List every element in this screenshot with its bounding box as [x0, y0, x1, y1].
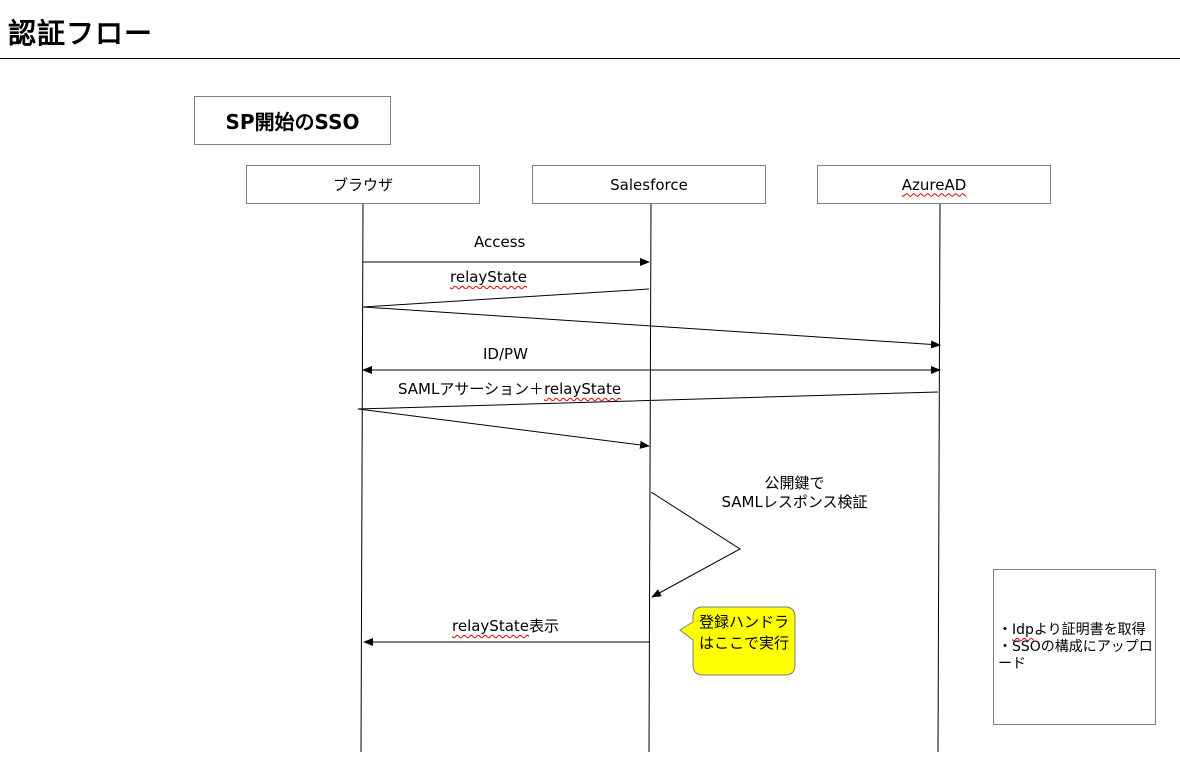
label-saml-verify: 公開鍵で SAMLレスポンス検証 [712, 474, 877, 512]
lifeline-salesforce [648, 203, 652, 753]
arrow-saml-verify [650, 491, 741, 598]
arrow-relaystate-redirect [362, 288, 941, 349]
note-line1-bullet: ・ [998, 622, 1012, 638]
label-saml-assertion-relaystate: relayState [544, 380, 622, 398]
label-id-pw: ID/PW [483, 345, 528, 363]
lifeline-azuread [937, 203, 941, 753]
callout-bubble [679, 606, 796, 676]
label-saml-assertion-prefix: SAMLアサーション＋ [398, 380, 545, 398]
note-line1: ・Idpより証明書を取得 [998, 622, 1154, 639]
note-box: ・Idpより証明書を取得 ・SSOの構成にアップロード [993, 569, 1156, 725]
section-title: SP開始のSSO [225, 110, 360, 134]
label-relaystate: relayState [450, 268, 528, 286]
label-saml-assertion: SAMLアサーション＋relayState [398, 378, 621, 399]
note-text: ・Idpより証明書を取得 ・SSOの構成にアップロード [998, 622, 1154, 673]
note-line2: ・SSOの構成にアップロード [998, 639, 1153, 672]
arrow-saml-assertion [357, 391, 939, 449]
note-line1-idp: Idp [1012, 622, 1034, 638]
title-divider [0, 58, 1180, 59]
lifeline-label-browser: ブラウザ [332, 176, 393, 194]
lifeline-label-salesforce: Salesforce [610, 175, 688, 194]
callout-text: 登録ハンドラ はここで実行 [693, 612, 795, 654]
callout-line2: はここで実行 [698, 634, 789, 652]
label-relaystate-display: relayState表示 [452, 615, 559, 636]
lifeline-label-azuread: AzureAD [901, 175, 967, 194]
label-relaystate-display-suffix: 表示 [529, 617, 560, 635]
lifeline-header-azuread: AzureAD [817, 165, 1051, 204]
callout-line1: 登録ハンドラ [698, 613, 789, 631]
lifeline-header-browser: ブラウザ [246, 165, 480, 204]
label-saml-verify-line2: SAMLレスポンス検証 [721, 493, 868, 511]
label-relaystate-display-prefix: relayState [452, 617, 530, 635]
page-title: 認証フロー [8, 17, 154, 50]
note-line1-rest: より証明書を取得 [1033, 622, 1146, 638]
section-title-box: SP開始のSSO [194, 96, 391, 145]
label-access: Access [474, 233, 526, 251]
label-saml-verify-line1: 公開鍵で [764, 474, 825, 492]
lifeline-browser [360, 203, 364, 753]
lifeline-header-salesforce: Salesforce [532, 165, 766, 204]
